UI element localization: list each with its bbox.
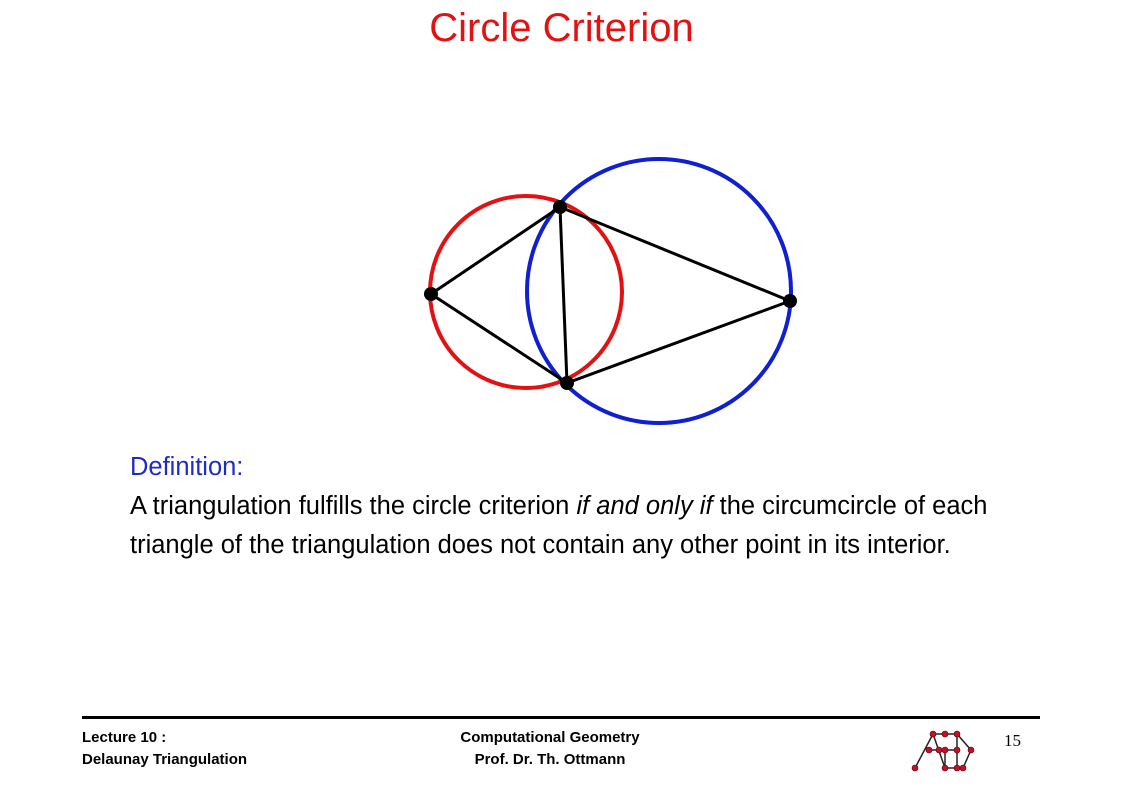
footer-lecture-topic: Delaunay Triangulation (82, 751, 248, 768)
vertex-bottom (560, 376, 574, 390)
footer-divider (82, 716, 1040, 719)
triangulation-vertices (424, 200, 797, 390)
vertex-right (783, 294, 797, 308)
definition-heading: Definition: (130, 453, 244, 481)
definition-text-part2: the circumcircle of each triangle of the… (130, 492, 988, 559)
edge-left-bottom (430, 292, 568, 385)
definition-emphasis: if and only if (576, 492, 713, 520)
vertex-top (553, 200, 567, 214)
definition-text-part1: A triangulation fulfills the circle crit… (130, 492, 577, 520)
edge-left-top (430, 205, 561, 296)
definition-text: A triangulation fulfills the circle crit… (130, 487, 1060, 565)
university-logo-icon (911, 730, 975, 772)
triangulation-edges (430, 205, 791, 385)
footer-professor: Prof. Dr. Th. Ottmann (474, 751, 626, 768)
page-number: 15 (1004, 731, 1021, 750)
edge-bottom-right (566, 299, 791, 385)
blue-circumcircle (525, 157, 793, 425)
edge-top-right (559, 205, 791, 303)
footer-course-name: Computational Geometry (460, 729, 640, 746)
footer-course: Computational Geometry Prof. Dr. Th. Ott… (400, 727, 700, 771)
definition-block: Definition: A triangulation fulfills the… (130, 448, 1060, 565)
footer-lecture: Lecture 10 : Delaunay Triangulation (82, 727, 247, 771)
slide-title: Circle Criterion (429, 6, 694, 50)
edge-top-bottom (558, 206, 569, 384)
vertex-left (424, 287, 438, 301)
circle-criterion-diagram (424, 157, 797, 425)
footer-lecture-number: Lecture 10 : (82, 729, 167, 746)
